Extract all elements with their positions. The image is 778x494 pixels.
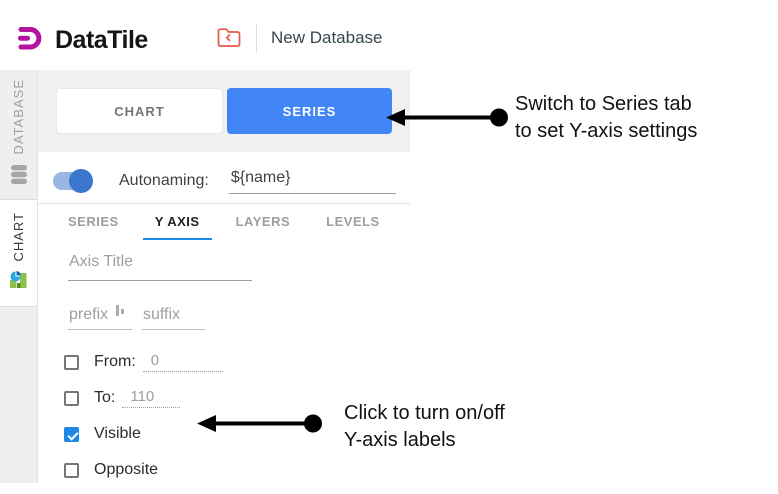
from-checkbox-row[interactable]: From: <box>64 350 410 374</box>
suffix-input[interactable] <box>142 306 202 329</box>
folder-back-icon[interactable] <box>216 25 242 50</box>
annotation-line: Y-axis labels <box>344 429 456 451</box>
settings-panel: CHART SERIES Autonaming: SERIES Y AXIS L… <box>38 70 410 494</box>
sidebar-item-chart[interactable]: CHART <box>0 200 37 307</box>
visible-checkbox[interactable] <box>64 426 79 442</box>
sidebar-item-label: DATABASE <box>11 79 26 155</box>
format-bars-icon <box>115 304 125 322</box>
axis-title-input[interactable] <box>68 253 252 281</box>
prefix-field-wrap <box>68 304 132 330</box>
autonaming-label: Autonaming: <box>119 172 209 189</box>
autonaming-input[interactable] <box>228 168 396 194</box>
annotation-line: Switch to Series tab <box>515 93 692 115</box>
from-value-input[interactable] <box>142 352 223 372</box>
opposite-checkbox[interactable] <box>64 462 79 478</box>
subtab-layers[interactable]: LAYERS <box>235 214 291 229</box>
suffix-field-wrap <box>142 306 205 330</box>
database-icon <box>10 164 28 190</box>
prefix-suffix-row <box>68 304 410 330</box>
chart-icon <box>9 270 28 294</box>
sidebar-item-database[interactable]: DATABASE <box>0 70 37 200</box>
logo-text: DataTile <box>55 26 148 54</box>
sidebar: DATABASE CHART <box>0 70 38 483</box>
database-title: New Database <box>271 28 383 47</box>
axis-title-row <box>68 253 410 281</box>
datatile-logo-icon <box>14 21 48 60</box>
toggle-thumb <box>69 169 93 193</box>
to-value-input[interactable] <box>122 388 181 408</box>
subtab-levels[interactable]: LEVELS <box>326 214 380 229</box>
to-checkbox-row[interactable]: To: <box>64 386 410 410</box>
opposite-checkbox-row[interactable]: Opposite <box>64 458 410 482</box>
app-header: DataTile New Database <box>0 0 778 70</box>
subtab-series[interactable]: SERIES <box>68 214 119 229</box>
to-checkbox[interactable] <box>64 390 79 406</box>
tab-chart[interactable]: CHART <box>56 88 223 134</box>
subtab-y-axis[interactable]: Y AXIS <box>142 204 212 240</box>
autonaming-toggle[interactable] <box>53 169 93 193</box>
header-divider <box>256 24 257 52</box>
prefix-input[interactable] <box>68 306 114 329</box>
annotation-visible-checkbox: Click to turn on/off Y-axis labels <box>344 400 505 454</box>
sidebar-item-label: CHART <box>11 211 26 262</box>
tab-series[interactable]: SERIES <box>227 88 392 134</box>
app-logo: DataTile <box>14 21 148 60</box>
subtabs: SERIES Y AXIS LAYERS LEVELS <box>38 204 410 240</box>
annotation-series-tab: Switch to Series tab to set Y-axis setti… <box>515 91 697 145</box>
annotation-line: Click to turn on/off <box>344 402 505 424</box>
panel-content: Autonaming: SERIES Y AXIS LAYERS LEVELS <box>38 152 410 482</box>
opposite-label: Opposite <box>94 461 159 478</box>
visible-label: Visible <box>94 425 141 442</box>
autonaming-row: Autonaming: <box>38 152 410 194</box>
checkbox-list: From: To: Visible Opposite <box>64 350 410 482</box>
from-label: From: <box>94 353 136 370</box>
panel-tab-strip: CHART SERIES <box>38 70 410 152</box>
annotation-arrow-visible <box>197 414 322 433</box>
to-label: To: <box>94 389 116 406</box>
annotation-line: to set Y-axis settings <box>515 120 698 142</box>
section-divider <box>38 203 410 204</box>
visible-checkbox-row[interactable]: Visible <box>64 422 410 446</box>
from-checkbox[interactable] <box>64 354 79 370</box>
annotation-arrow-series-tab <box>386 108 508 127</box>
